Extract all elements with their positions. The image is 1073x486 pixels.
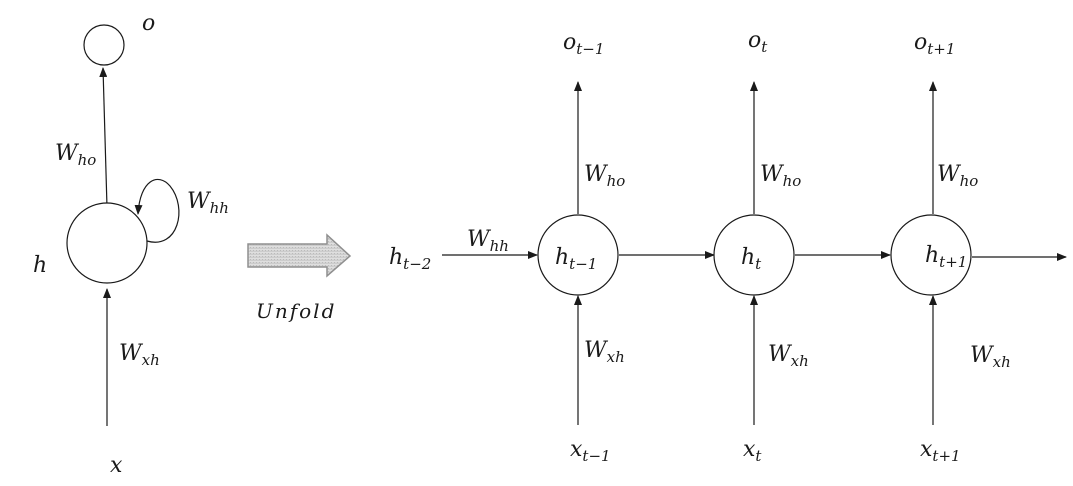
folded-input-label: x — [110, 453, 123, 478]
folded-w-xh-label: Wxh — [119, 341, 160, 369]
folded-output-label: o — [142, 11, 155, 36]
folded-hidden-label: h — [33, 253, 47, 278]
folded-w-ho-label: Who — [55, 141, 96, 169]
folded-hidden-node — [66, 202, 148, 284]
unfolded-rnn: ht−2 Whh ht−1 ot−1 xt−1 Who Wxh — [389, 28, 1067, 465]
unfold-label: Unfold — [256, 299, 336, 323]
folded-output-edge — [99, 67, 108, 208]
w-ho-label-t: Who — [760, 162, 801, 190]
w-xh-label-t: Wxh — [768, 342, 809, 370]
w-ho-label-t-minus-1: Who — [584, 162, 625, 190]
output-label-t-minus-1: ot−1 — [563, 30, 604, 58]
input-label-t-plus-1: xt+1 — [920, 437, 961, 465]
step-t: ht ot xt Who Wxh — [713, 28, 809, 465]
input-label-t: xt — [743, 437, 762, 465]
unfold-arrow — [247, 233, 352, 278]
folded-rnn: h o x Who Whh Wxh — [33, 11, 229, 478]
hidden-label-t-plus-1: ht+1 — [925, 243, 967, 271]
hidden-label-t: ht — [741, 245, 762, 273]
folded-w-hh-label: Whh — [187, 189, 229, 217]
unfolded-w-hh-label: Whh — [467, 227, 509, 255]
step-t-minus-1: ht−1 ot−1 xt−1 Who Wxh — [537, 30, 625, 465]
w-xh-label-t-minus-1: Wxh — [584, 338, 625, 366]
output-label-t-plus-1: ot+1 — [914, 30, 955, 58]
w-xh-label-t-plus-1: Wxh — [970, 343, 1011, 371]
step-t-plus-1: ht+1 ot+1 xt+1 Who Wxh — [890, 30, 1011, 465]
w-ho-label-t-plus-1: Who — [937, 162, 978, 190]
hidden-node-t-minus-1 — [537, 214, 619, 296]
hidden-node-t — [713, 214, 795, 296]
h-prev-label: ht−2 — [389, 245, 431, 273]
output-label-t: ot — [748, 28, 768, 56]
hidden-node-t-plus-1 — [890, 214, 972, 296]
input-label-t-minus-1: xt−1 — [570, 437, 611, 465]
folded-output-node — [83, 24, 125, 66]
folded-recurrent-loop — [134, 178, 180, 243]
hidden-label-t-minus-1: ht−1 — [555, 245, 597, 273]
